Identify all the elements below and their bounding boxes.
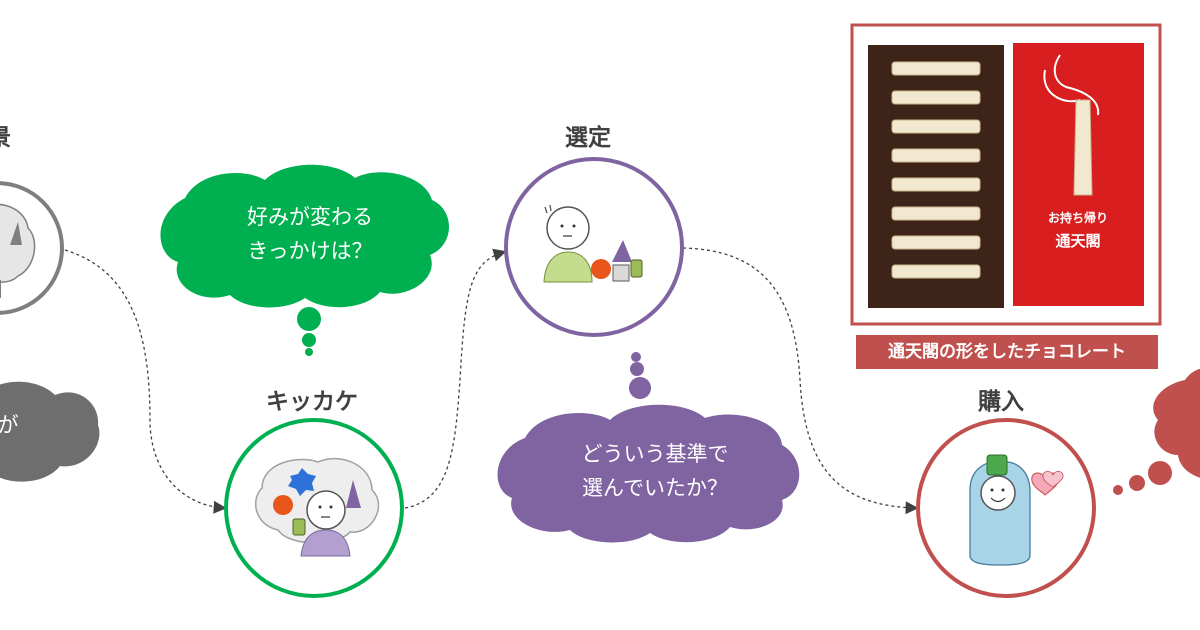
chocolate-bar: [891, 177, 981, 192]
green-bubble-text: 好みが変わる きっかけは？: [200, 200, 420, 268]
person-head: [980, 475, 1016, 511]
chocolate-bar: [891, 148, 981, 163]
purple-bubble-line-2: 選んでいたか？: [582, 476, 728, 500]
connector-first-to-kikkake: [64, 249, 227, 514]
gray-thought-bubble: [0, 381, 100, 482]
green-cylinder-icon: [986, 454, 1008, 476]
green-cylinder-icon: [630, 259, 643, 278]
chocolate-bar: [891, 206, 981, 221]
green-bubble-line-1: 好みが変わる: [247, 205, 373, 229]
product-photo: お持ち帰り 通天閣: [850, 23, 1162, 326]
red-thought-bubble: [1113, 368, 1200, 495]
orange-ball-icon: [273, 495, 293, 515]
purple-bubble-line-1: どういう基準で: [581, 442, 729, 466]
person-head: [546, 206, 590, 250]
purple-cone-icon: [346, 480, 361, 508]
kounyu-stage-label: 購入: [978, 389, 1024, 415]
sentei-stage-circle: [504, 157, 684, 337]
gray-bubble-text: が: [0, 413, 19, 437]
green-bubble-line-2: きっかけは？: [247, 239, 373, 263]
first-stage-label: 景: [0, 118, 11, 152]
kikkake-stage-circle: [224, 418, 404, 598]
person-body: [300, 529, 351, 557]
person-head: [306, 490, 346, 530]
chocolate-bar: [891, 119, 981, 134]
tower-chocolate: [1073, 99, 1093, 196]
package-brand: 通天閣: [1055, 232, 1100, 250]
cone-shape-icon: [10, 222, 22, 245]
chocolate-bar: [891, 235, 981, 250]
first-stage-circle: [0, 181, 64, 315]
sentei-stage-label: 選定: [565, 125, 611, 151]
chocolate-bar: [891, 90, 981, 105]
chocolate-bars: [891, 61, 981, 279]
package-title: お持ち帰り: [1048, 210, 1108, 225]
blue-puzzle-icon: [288, 468, 316, 496]
purple-cone-icon: [612, 240, 632, 262]
product-caption: 通天閣の形をしたチョコレート: [856, 335, 1158, 369]
chocolate-tray: [868, 45, 1004, 308]
heart-icon: [1042, 471, 1064, 488]
person-body: [543, 251, 593, 283]
purple-thought-bubble: [497, 352, 800, 543]
purple-bubble-text: どういう基準で 選んでいたか？: [535, 437, 775, 505]
kikkake-stage-label: キッカケ: [266, 389, 358, 415]
kounyu-stage-circle: [916, 418, 1096, 598]
orange-ball-icon: [591, 259, 611, 279]
chocolate-bar: [891, 264, 981, 279]
chocolate-bar: [891, 61, 981, 76]
green-cylinder-icon: [292, 518, 306, 536]
green-thought-bubble: [160, 164, 450, 356]
connector-kikkake-to-sentei: [404, 248, 507, 509]
connector-sentei-to-kounyu: [682, 247, 919, 515]
gray-cube-icon: [612, 264, 630, 282]
